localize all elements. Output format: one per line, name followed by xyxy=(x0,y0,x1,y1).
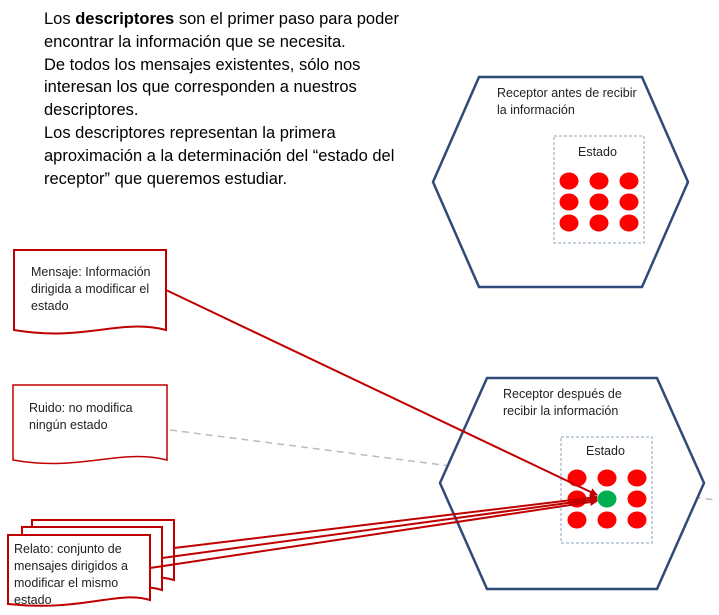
intro-text: Los descriptores son el primer paso para… xyxy=(44,8,404,190)
relato-arrow-2 xyxy=(161,495,598,559)
intro-p1-prefix: Los xyxy=(44,10,76,28)
receptor-before-state-dot-1 xyxy=(559,172,579,190)
receptor-before-state-dots xyxy=(559,172,639,232)
intro-p1-rest: son el primer paso para poder encontrar … xyxy=(44,10,399,51)
receptor-before-state-dot-9 xyxy=(619,214,639,232)
receptor-after-state-dot-9 xyxy=(627,511,647,529)
intro-paragraph-3: Los descriptores representan la primera … xyxy=(44,123,395,188)
receptor-after-state-dot-7 xyxy=(567,511,587,529)
ruido-label: Ruido: no modifica ningún estado xyxy=(29,401,133,432)
receptor-before-state-dot-6 xyxy=(619,193,639,211)
mensaje-arrow xyxy=(165,289,598,496)
receptor-after-state-dot-6 xyxy=(627,490,647,508)
receptor-after-label: Receptor después de recibir la informaci… xyxy=(503,387,622,418)
receptor-before-state-dot-2 xyxy=(589,172,609,190)
mensaje-label: Mensaje: Información dirigida a modifica… xyxy=(31,265,151,313)
intro-paragraph-2: De todos los mensajes existentes, sólo n… xyxy=(44,55,361,120)
receptor-before-state-dot-7 xyxy=(559,214,579,232)
ruido-document-shape xyxy=(12,384,168,465)
intro-keyword-descriptores: descriptores xyxy=(75,10,175,28)
receptor-before-state-dot-5 xyxy=(589,193,609,211)
relato-arrow-1 xyxy=(173,493,598,549)
receptor-before-state-dot-8 xyxy=(589,214,609,232)
receptor-before-state-dot-4 xyxy=(559,193,579,211)
receptor-after-state-dot-8 xyxy=(597,511,617,529)
receptor-after-state-dot-3 xyxy=(627,469,647,487)
receptor-after-state-dot-2 xyxy=(597,469,617,487)
relato-arrow-3 xyxy=(149,498,598,569)
receptor-after-state-dot-1 xyxy=(567,469,587,487)
mensaje-document-shape xyxy=(13,249,167,335)
intro-paragraph-1: Los descriptores son el primer paso para… xyxy=(44,8,404,54)
receptor-before-state-label: Estado xyxy=(578,145,617,159)
receptor-after-state-box xyxy=(560,436,653,544)
receptor-before-state-dot-3 xyxy=(619,172,639,190)
receptor-after-state-label: Estado xyxy=(586,444,625,458)
receptor-before-state-box xyxy=(553,135,645,244)
relato-label: Relato: conjunto de mensajes dirigidos a… xyxy=(14,542,128,607)
relato-document-shape-front xyxy=(7,534,151,607)
receptor-before-label: Receptor antes de recibir la información xyxy=(497,86,637,117)
receptor-after-state-dot-5 xyxy=(597,490,617,508)
